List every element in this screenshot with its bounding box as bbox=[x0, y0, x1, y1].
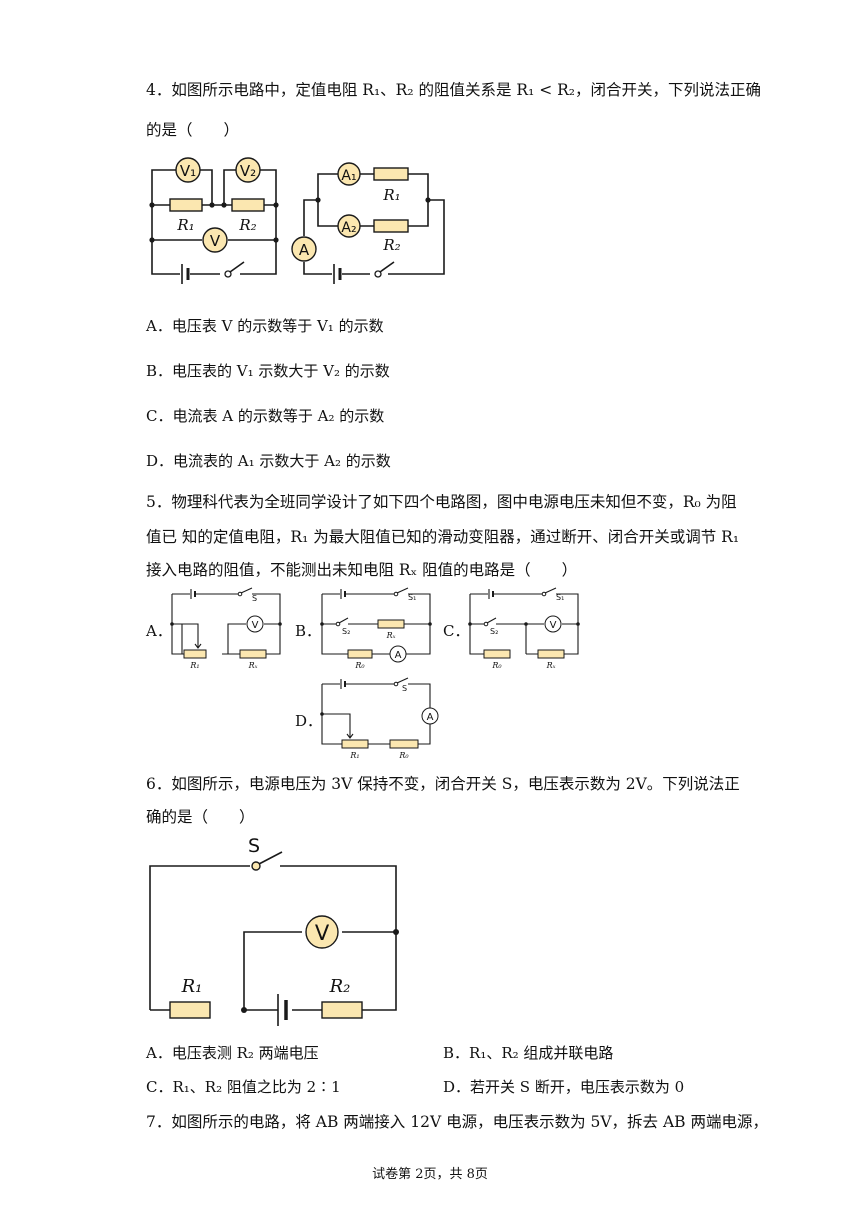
q5a-v-label: V bbox=[252, 620, 259, 631]
q5b-rx-label: Rₓ bbox=[386, 631, 396, 640]
q6-r1-label: R₁ bbox=[181, 976, 203, 997]
q6-s-label: S bbox=[248, 835, 260, 857]
q4-circuit-left: V₁ V₂ V R₁ R₂ bbox=[149, 157, 279, 284]
q4-option-d[interactable]: D．电流表的 A₁ 示数大于 A₂ 的示数 bbox=[146, 452, 391, 470]
q5d-r1-label: R₁ bbox=[349, 751, 359, 760]
q7-stem-line1: 7．如图所示的电路，将 AB 两端接入 12V 电源，电压表示数为 5V，拆去 … bbox=[146, 1113, 768, 1131]
q5c-v-label: V bbox=[550, 620, 557, 631]
q5-label-c[interactable]: C． bbox=[443, 622, 470, 640]
q5b-s2-label: S₂ bbox=[342, 627, 350, 636]
q6-option-d[interactable]: D．若开关 S 断开，电压表示数为 0 bbox=[443, 1078, 685, 1096]
q5a-rx-label: Rₓ bbox=[248, 661, 258, 670]
q4-v-label: V bbox=[210, 232, 221, 250]
q5d-a-label: A bbox=[427, 712, 434, 723]
q4-v2-label: V₂ bbox=[240, 162, 256, 180]
q5d-s-label: S bbox=[402, 684, 407, 693]
q6-option-a[interactable]: A．电压表测 R₂ 两端电压 bbox=[146, 1044, 319, 1062]
q5b-a-label: A bbox=[395, 650, 402, 661]
q4-r2-label: R₂ bbox=[238, 216, 256, 234]
q4-option-b[interactable]: B．电压表的 V₁ 示数大于 V₂ 的示数 bbox=[146, 362, 390, 380]
q5a-r1-label: R₁ bbox=[189, 661, 199, 670]
q6-stem-line2: 确的是（ ） bbox=[146, 808, 255, 826]
q5a-s-label: S bbox=[252, 594, 257, 603]
q5-circuit-a: V S R₁ Rₓ bbox=[170, 587, 282, 670]
q5b-r0-label: R₀ bbox=[354, 661, 365, 670]
q4-option-c[interactable]: C．电流表 A 的示数等于 A₂ 的示数 bbox=[146, 407, 385, 425]
q5b-s1-label: S₁ bbox=[408, 593, 416, 602]
q4-r2-label-right: R₂ bbox=[382, 236, 400, 254]
q5c-s1-label: S₁ bbox=[556, 593, 564, 602]
q5c-rx-label: Rₓ bbox=[546, 661, 556, 670]
q4-a1-label: A₁ bbox=[341, 168, 356, 184]
q5-stem-line1: 5．物理科代表为全班同学设计了如下四个电路图，图中电源电压未知但不变，R₀ 为阻 bbox=[146, 493, 737, 511]
q5-label-a[interactable]: A． bbox=[146, 622, 172, 640]
q6-option-c[interactable]: C．R₁、R₂ 阻值之比为 2∶1 bbox=[146, 1078, 341, 1096]
q6-r2-label: R₂ bbox=[329, 976, 351, 997]
q4-r1-label-right: R₁ bbox=[382, 186, 400, 204]
q4-stem-line1: 4．如图所示电路中，定值电阻 R₁、R₂ 的阻值关系是 R₁ < R₂，闭合开关… bbox=[146, 81, 762, 99]
page-footer: 试卷第 2页，共 8页 bbox=[372, 1167, 488, 1182]
q4-option-a[interactable]: A．电压表 V 的示数等于 V₁ 的示数 bbox=[146, 317, 384, 335]
q4-a2-label: A₂ bbox=[341, 220, 356, 236]
q5-circuit-d: A S R₁ R₀ bbox=[320, 677, 439, 760]
q4-circuit-right: A₁ A₂ A R₁ R₂ bbox=[291, 162, 445, 284]
q5c-s2-label: S₂ bbox=[490, 627, 498, 636]
q5-circuit-c: V S₁ S₂ R₀ Rₓ bbox=[468, 587, 580, 670]
q5c-r0-label: R₀ bbox=[491, 661, 502, 670]
q5-label-b[interactable]: B． bbox=[295, 622, 322, 640]
q4-v1-label: V₁ bbox=[180, 162, 196, 180]
q6-option-b[interactable]: B．R₁、R₂ 组成并联电路 bbox=[443, 1044, 614, 1062]
q5d-r0-label: R₀ bbox=[398, 751, 409, 760]
q6-stem-line1: 6．如图所示，电源电压为 3V 保持不变，闭合开关 S，电压表示数为 2V。下列… bbox=[146, 775, 740, 793]
q5-circuit-b: A S₁ S₂ Rₓ R₀ bbox=[320, 587, 432, 670]
q5-label-d[interactable]: D． bbox=[295, 712, 323, 730]
q4-r1-label: R₁ bbox=[176, 216, 194, 234]
q6-v-label: V bbox=[315, 921, 330, 945]
q5-stem-line2: 值已 知的定值电阻，R₁ 为最大阻值已知的滑动变阻器，通过断开、闭合开关或调节 … bbox=[146, 528, 740, 546]
q4-a-label: A bbox=[299, 241, 310, 259]
q5-stem-line3: 接入电路的阻值，不能测出未知电阻 Rₓ 阻值的电路是（ ） bbox=[146, 561, 578, 579]
q6-circuit: V S R₁ R₂ bbox=[149, 835, 399, 1026]
q4-stem-line2: 的是（ ） bbox=[146, 121, 240, 139]
